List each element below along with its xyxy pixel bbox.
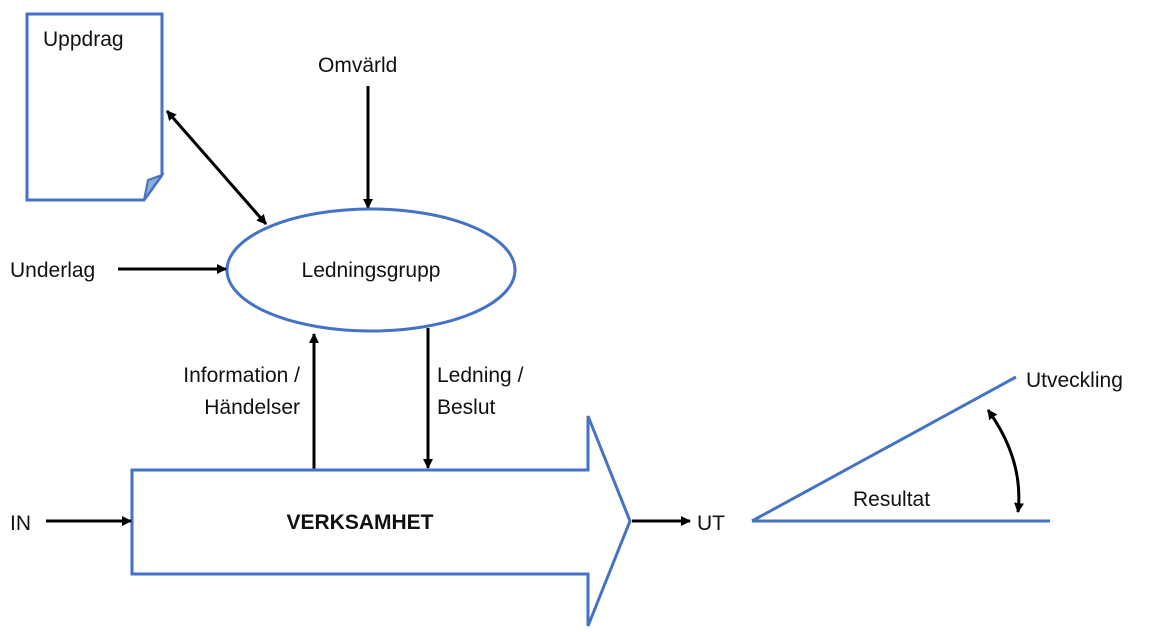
verksamhet-arrow-node: VERKSAMHET [130, 415, 632, 627]
uppdrag-page-fold [143, 172, 165, 201]
ledning-label-line2: Beslut [437, 396, 496, 419]
in-label: IN [10, 512, 31, 535]
uppdrag-ledningsgrupp-arrow [165, 110, 268, 225]
uppdrag-label: Uppdrag [43, 28, 124, 51]
ledning-label-line1: Ledning / [437, 364, 524, 387]
angle-arrow [986, 409, 1024, 513]
underlag-label: Underlag [10, 259, 95, 282]
omvarld-label: Omvärld [318, 54, 397, 77]
ut-label: UT [697, 512, 725, 535]
ledningsgrupp-node: Ledningsgrupp [225, 207, 517, 333]
resultat-label: Resultat [853, 488, 930, 511]
utveckling-label: Utveckling [1026, 369, 1123, 392]
uppdrag-document: Uppdrag [25, 12, 165, 202]
information-label-line1: Information / [183, 364, 300, 387]
ledningsgrupp-label: Ledningsgrupp [302, 259, 441, 282]
verksamhet-arrow-shape [130, 415, 632, 627]
utveckling-line [751, 375, 1017, 523]
verksamhet-label: VERKSAMHET [286, 511, 433, 534]
information-label-line2: Händelser [204, 396, 300, 419]
utveckling-wedge: Utveckling Resultat [751, 369, 1123, 523]
ledningsgrupp-ellipse [225, 207, 517, 333]
